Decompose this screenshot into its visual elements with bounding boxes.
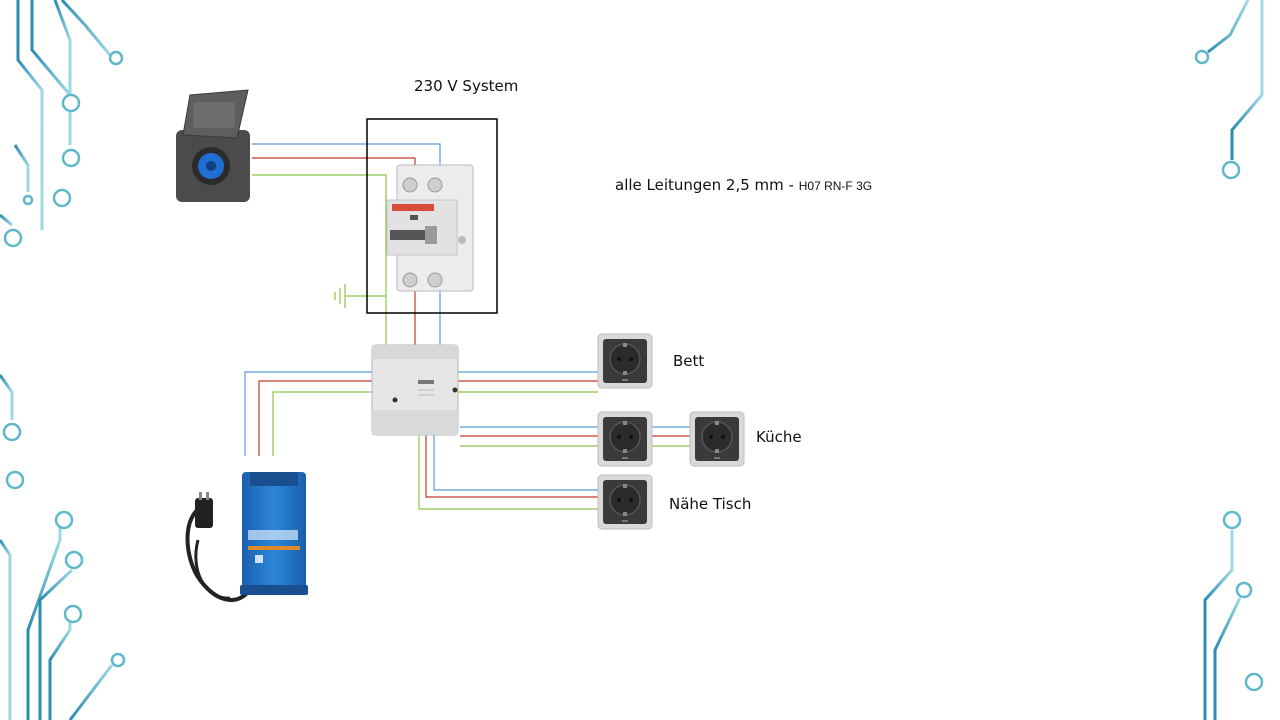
cee-inlet-icon — [176, 89, 250, 202]
circuit-decoration-right — [1203, 0, 1264, 720]
cable-note-type: H07 RN-F 3G — [798, 179, 873, 193]
wires-breaker-junction — [414, 290, 441, 345]
schuko-socket-tisch — [597, 474, 653, 530]
wires-kueche — [460, 426, 690, 447]
wires-bett — [457, 371, 598, 393]
junction-box-icon — [371, 344, 459, 436]
schuko-socket-kueche-2 — [689, 411, 745, 467]
cable-note-main: alle Leitungen 2,5 mm - — [615, 176, 799, 194]
wires-charger — [244, 371, 372, 456]
circuit-nodes-right — [1194, 49, 1264, 692]
wires-tisch — [418, 430, 598, 510]
outlet-label-naehe-tisch: Nähe Tisch — [669, 495, 752, 513]
outlet-label-bett: Bett — [673, 352, 705, 370]
circuit-nodes-left — [2, 50, 126, 668]
battery-charger-icon — [185, 472, 308, 602]
ground-symbol-icon — [334, 284, 386, 308]
circuit-decoration-left — [0, 0, 114, 720]
page-title: 230 V System — [414, 77, 519, 95]
rcbo-breaker-icon — [386, 164, 474, 292]
cable-note: alle Leitungen 2,5 mm - H07 RN-F 3G — [615, 176, 872, 194]
schuko-socket-bett — [597, 333, 653, 389]
breaker-frame — [366, 118, 498, 314]
outlet-label-kueche: Küche — [756, 428, 802, 446]
schuko-socket-kueche-1 — [597, 411, 653, 467]
